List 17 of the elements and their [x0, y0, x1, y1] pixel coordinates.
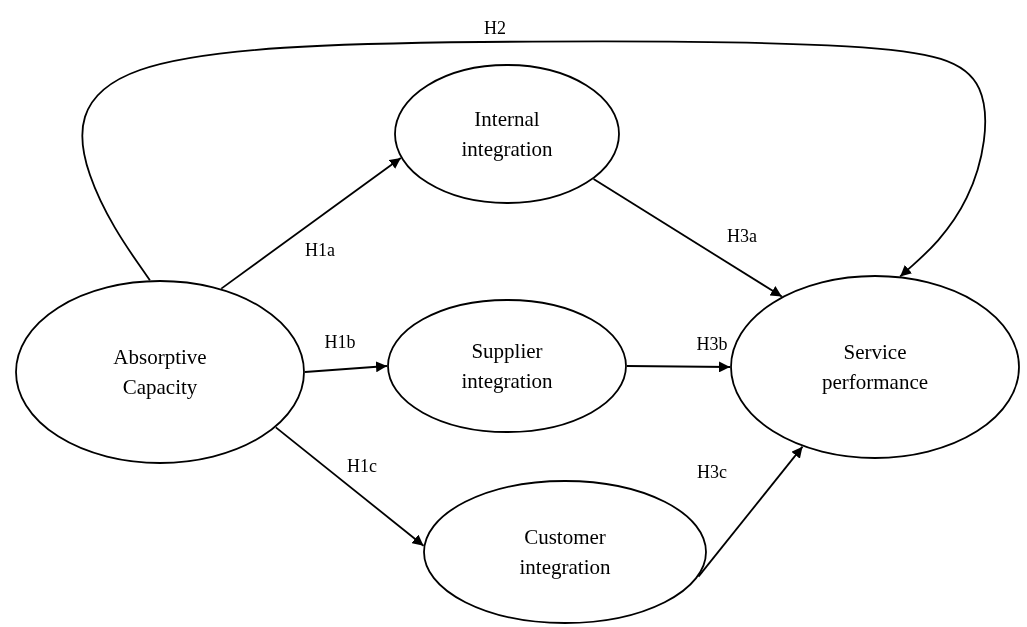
construct-ellipse — [730, 275, 1020, 459]
node-label: Internal integration — [460, 105, 554, 163]
node-label: Supplier integration — [460, 337, 554, 395]
construct-ellipse — [15, 280, 305, 464]
construct-ellipse — [394, 64, 620, 204]
arrow — [592, 178, 783, 298]
construct-ellipse — [387, 299, 627, 433]
node-label: Service performance — [820, 338, 930, 396]
node-label: Customer integration — [518, 523, 612, 581]
arrow — [304, 361, 388, 373]
arrow — [81, 40, 987, 282]
arrow — [220, 157, 402, 290]
arrow — [626, 361, 731, 373]
construct-ellipse — [423, 480, 707, 624]
node-label: Absorptive Capacity — [112, 343, 208, 401]
arrow — [274, 426, 425, 547]
arrow — [697, 445, 804, 578]
